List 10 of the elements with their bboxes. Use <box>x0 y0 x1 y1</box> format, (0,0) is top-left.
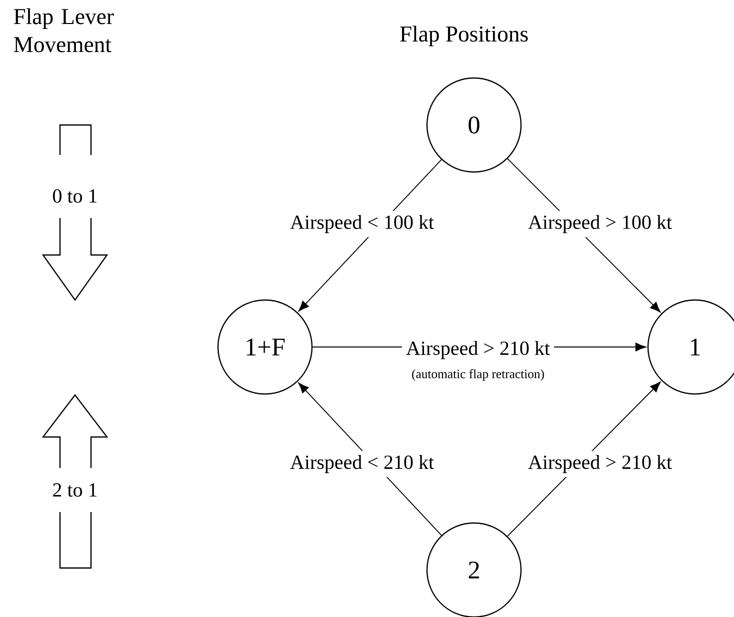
heading: Flap Lever Movement <box>14 8 114 52</box>
heading: Flap Positions <box>400 26 528 46</box>
edge-label: Airspeed > 210 kt <box>524 450 676 478</box>
edge-label: Airspeed < 210 kt <box>286 450 438 478</box>
arrow-label: 0 to 1 <box>52 189 97 203</box>
arrow-label: 2 to 1 <box>53 483 97 497</box>
note-text: (automatic flap retraction) <box>410 368 546 382</box>
edge-label: Airspeed > 100 kt <box>524 210 676 238</box>
edge-label: Airspeed > 210 kt <box>402 336 554 364</box>
edge-label: Airspeed < 100 kt <box>286 210 438 238</box>
